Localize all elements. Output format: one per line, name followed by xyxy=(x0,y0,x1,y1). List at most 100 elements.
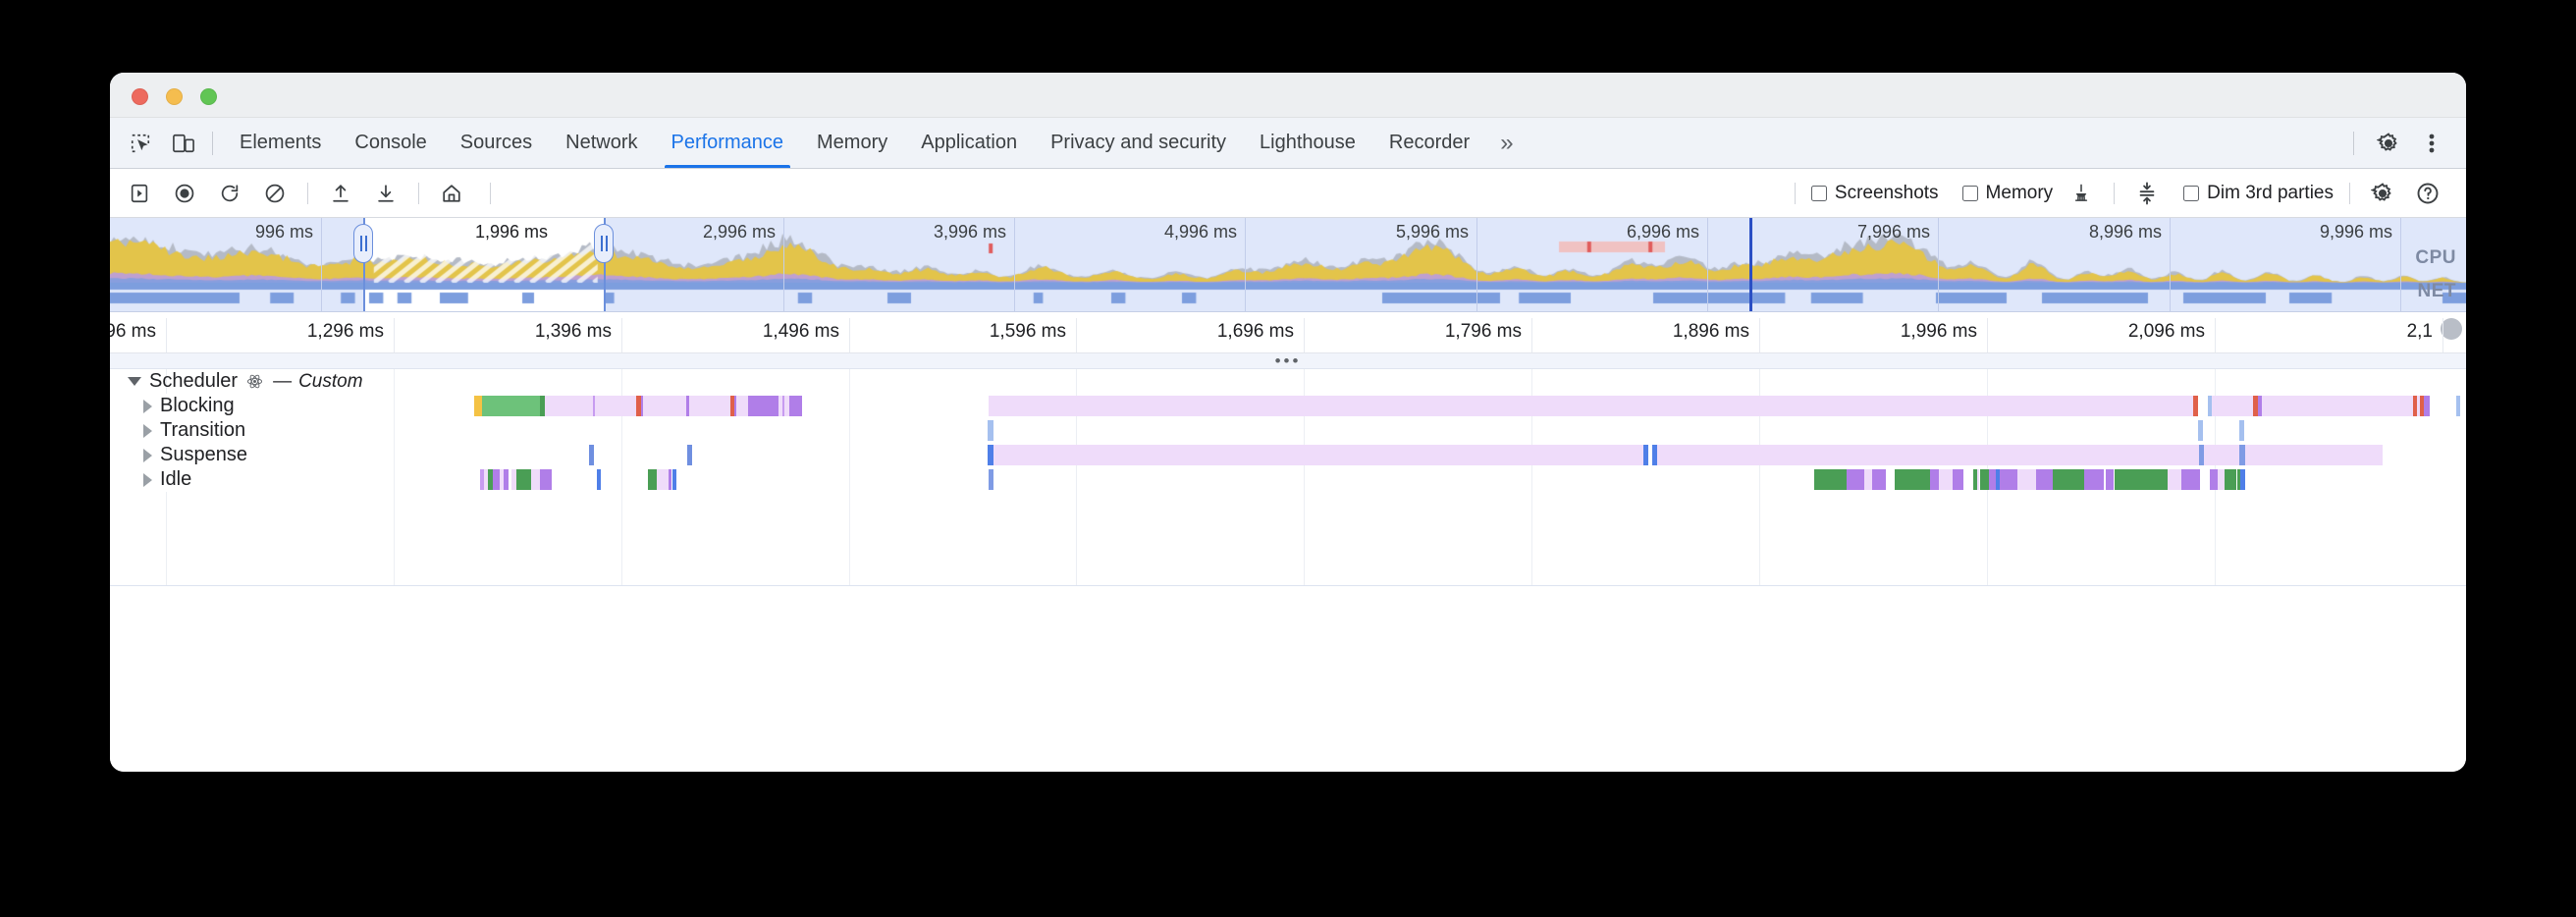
expand-caret-right-icon[interactable] xyxy=(143,472,152,487)
flame-bar[interactable] xyxy=(988,445,994,465)
flame-bar[interactable] xyxy=(493,469,501,490)
selection-window[interactable] xyxy=(363,218,604,311)
flame-bar[interactable] xyxy=(736,396,749,416)
resize-drag-handle[interactable]: ••• xyxy=(110,352,2466,369)
track-transition-bars[interactable] xyxy=(110,418,2466,443)
tab-elements[interactable]: Elements xyxy=(223,118,338,168)
flame-bar[interactable] xyxy=(531,469,541,490)
expand-caret-right-icon[interactable] xyxy=(143,423,152,438)
start-profiling-and-reload-icon[interactable] xyxy=(122,178,157,209)
device-toolbar-icon[interactable] xyxy=(165,127,202,160)
flame-bar[interactable] xyxy=(1973,469,1977,490)
flame-bar[interactable] xyxy=(2168,469,2182,490)
selection-left-handle[interactable] xyxy=(353,224,373,263)
flame-bar[interactable] xyxy=(2199,445,2205,465)
more-tabs-button[interactable]: » xyxy=(1486,118,1527,168)
clear-icon[interactable] xyxy=(257,178,293,209)
flame-bar[interactable] xyxy=(511,469,516,490)
flame-bar[interactable] xyxy=(479,469,484,490)
flame-bar[interactable] xyxy=(1847,469,1864,490)
expand-caret-right-icon[interactable] xyxy=(143,448,152,462)
flame-bar[interactable] xyxy=(2083,469,2104,490)
flame-bar[interactable] xyxy=(788,396,802,416)
flame-bar[interactable] xyxy=(2253,396,2259,416)
flame-bar[interactable] xyxy=(2261,396,2414,416)
window-close-button[interactable] xyxy=(132,88,148,105)
track-idle[interactable]: Idle xyxy=(110,467,2466,492)
flame-bar[interactable] xyxy=(515,469,532,490)
help-question-icon[interactable] xyxy=(2410,178,2445,209)
flame-bar[interactable] xyxy=(2016,469,2036,490)
flame-bar[interactable] xyxy=(640,396,644,416)
collapse-caret-down-icon[interactable] xyxy=(128,377,141,386)
flame-bar[interactable] xyxy=(2236,469,2240,490)
reload-and-record-icon[interactable] xyxy=(212,178,247,209)
flame-bar[interactable] xyxy=(657,469,670,490)
track-blocking-header[interactable]: Blocking xyxy=(110,394,248,418)
track-blocking[interactable]: Blocking xyxy=(110,394,2466,418)
flame-bar[interactable] xyxy=(1988,469,1996,490)
flame-bar[interactable] xyxy=(544,396,593,416)
screenshots-checkbox[interactable]: Screenshots xyxy=(1810,183,1939,204)
flame-bar[interactable] xyxy=(1651,445,1658,465)
window-maximize-button[interactable] xyxy=(200,88,217,105)
flame-bar[interactable] xyxy=(503,469,509,490)
flame-bar[interactable] xyxy=(500,469,504,490)
flame-bar[interactable] xyxy=(597,469,601,490)
flame-bar[interactable] xyxy=(648,469,658,490)
track-transition[interactable]: Transition xyxy=(110,418,2466,443)
flame-bar[interactable] xyxy=(473,396,483,416)
flame-bar[interactable] xyxy=(2209,469,2218,490)
flame-bar[interactable] xyxy=(1953,469,1963,490)
flame-bar[interactable] xyxy=(778,396,783,416)
flame-bar[interactable] xyxy=(688,396,730,416)
flame-bar[interactable] xyxy=(1642,445,1649,465)
flame-bar[interactable] xyxy=(1929,469,1939,490)
flame-bar[interactable] xyxy=(1871,469,1886,490)
garbage-collect-icon[interactable] xyxy=(2064,178,2099,209)
flame-bar[interactable] xyxy=(2035,469,2054,490)
tab-application[interactable]: Application xyxy=(904,118,1034,168)
flame-bar[interactable] xyxy=(2419,396,2425,416)
tab-network[interactable]: Network xyxy=(549,118,654,168)
flame-bar[interactable] xyxy=(1979,469,1989,490)
flame-bar[interactable] xyxy=(669,469,671,490)
tab-privacy-and-security[interactable]: Privacy and security xyxy=(1034,118,1243,168)
tab-memory[interactable]: Memory xyxy=(800,118,904,168)
track-suspense-header[interactable]: Suspense xyxy=(110,443,261,467)
upload-profile-icon[interactable] xyxy=(323,178,358,209)
flame-bar[interactable] xyxy=(2106,469,2115,490)
flame-bar[interactable] xyxy=(2207,396,2213,416)
flame-bar[interactable] xyxy=(2198,396,2208,416)
flame-bar[interactable] xyxy=(592,396,596,416)
tab-performance[interactable]: Performance xyxy=(655,118,801,168)
flame-bar[interactable] xyxy=(2239,420,2245,441)
flame-bar[interactable] xyxy=(540,469,552,490)
flame-bar[interactable] xyxy=(2224,469,2236,490)
scheduler-group-header[interactable]: Scheduler — Custom xyxy=(110,369,363,394)
tab-lighthouse[interactable]: Lighthouse xyxy=(1243,118,1372,168)
flame-bar[interactable] xyxy=(2193,396,2199,416)
record-icon[interactable] xyxy=(167,178,202,209)
settings-gear-icon[interactable] xyxy=(2365,178,2400,209)
flame-bar[interactable] xyxy=(685,396,689,416)
flame-bar[interactable] xyxy=(1814,469,1848,490)
flame-bar[interactable] xyxy=(989,469,994,490)
capture-settings-icon[interactable] xyxy=(2129,178,2165,209)
track-blocking-bars[interactable] xyxy=(110,394,2466,418)
flame-bar[interactable] xyxy=(1895,469,1930,490)
flame-bar[interactable] xyxy=(589,445,595,465)
flame-bar[interactable] xyxy=(782,396,785,416)
flame-bar[interactable] xyxy=(636,396,641,416)
flame-bar[interactable] xyxy=(1657,445,2384,465)
memory-checkbox[interactable]: Memory xyxy=(1961,183,2053,204)
timeline-overview[interactable]: 996 ms1,996 ms2,996 ms3,996 ms4,996 ms5,… xyxy=(110,218,2466,312)
tab-console[interactable]: Console xyxy=(338,118,443,168)
flame-bar[interactable] xyxy=(2000,469,2017,490)
window-minimize-button[interactable] xyxy=(166,88,183,105)
flame-bar[interactable] xyxy=(595,396,637,416)
inspect-element-icon[interactable] xyxy=(122,127,159,160)
flame-bar[interactable] xyxy=(2197,420,2203,441)
tab-recorder[interactable]: Recorder xyxy=(1372,118,1486,168)
flame-bar[interactable] xyxy=(748,396,778,416)
